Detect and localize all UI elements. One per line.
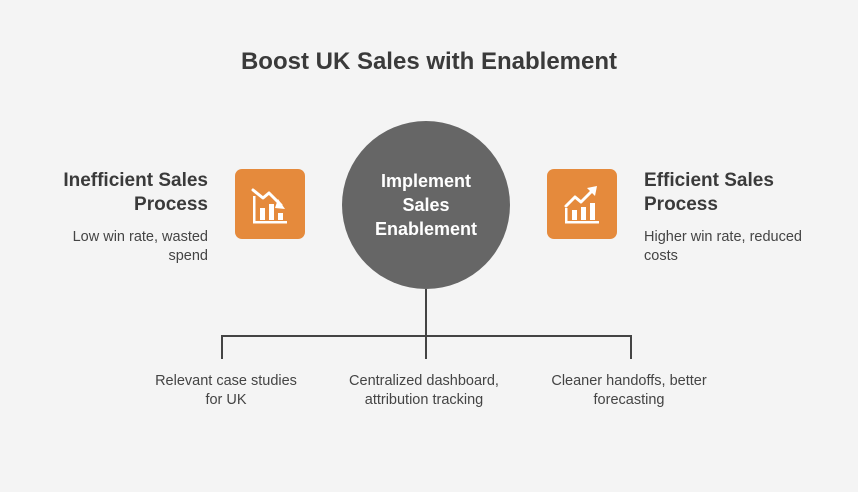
outcome-case-studies: Relevant case studies for UK [126, 372, 326, 410]
connector-branch-right [630, 335, 632, 359]
outcome-3-line2: forecasting [593, 392, 665, 408]
efficient-title-line2: Process [644, 194, 718, 215]
outcome-dashboard: Centralized dashboard, attribution track… [324, 372, 524, 410]
efficient-title-line1: Efficient Sales [644, 170, 774, 191]
outcome-2-line1: Centralized dashboard, [349, 373, 499, 389]
center-circle: Implement Sales Enablement [342, 121, 510, 289]
center-label: Implement Sales Enablement [366, 169, 486, 241]
outcome-1-line1: Relevant case studies [155, 373, 297, 389]
connector-branch-center [425, 335, 427, 359]
chart-down-icon-box [235, 169, 305, 239]
inefficient-desc-line1: Low win rate, wasted [72, 229, 208, 245]
page-title: Boost UK Sales with Enablement [240, 48, 618, 75]
center-label-line2: Sales [402, 195, 450, 215]
outcome-handoffs: Cleaner handoffs, better forecasting [529, 372, 729, 410]
inefficient-title-line2: Process [134, 194, 208, 215]
connector-vertical-main [425, 289, 427, 337]
efficient-process-title: Efficient Sales Process [644, 169, 834, 217]
inefficient-title-line1: Inefficient Sales [63, 170, 208, 191]
connector-branch-left [221, 335, 223, 359]
efficient-process-desc: Higher win rate, reduced costs [644, 228, 844, 266]
chart-up-icon-box [547, 169, 617, 239]
outcome-2-line2: attribution tracking [364, 392, 484, 408]
efficient-desc-line1: Higher win rate, reduced [644, 229, 802, 245]
efficient-desc-line2: costs [644, 248, 678, 264]
chart-up-icon [564, 186, 599, 224]
inefficient-process-desc: Low win rate, wasted spend [18, 228, 208, 266]
outcome-1-line2: for UK [205, 392, 247, 408]
center-label-line1: Implement [380, 171, 472, 191]
chart-down-icon [251, 188, 287, 224]
center-label-line3: Enablement [374, 219, 478, 239]
outcome-3-line1: Cleaner handoffs, better [551, 373, 707, 389]
inefficient-desc-line2: spend [168, 248, 208, 264]
inefficient-process-title: Inefficient Sales Process [18, 169, 208, 217]
